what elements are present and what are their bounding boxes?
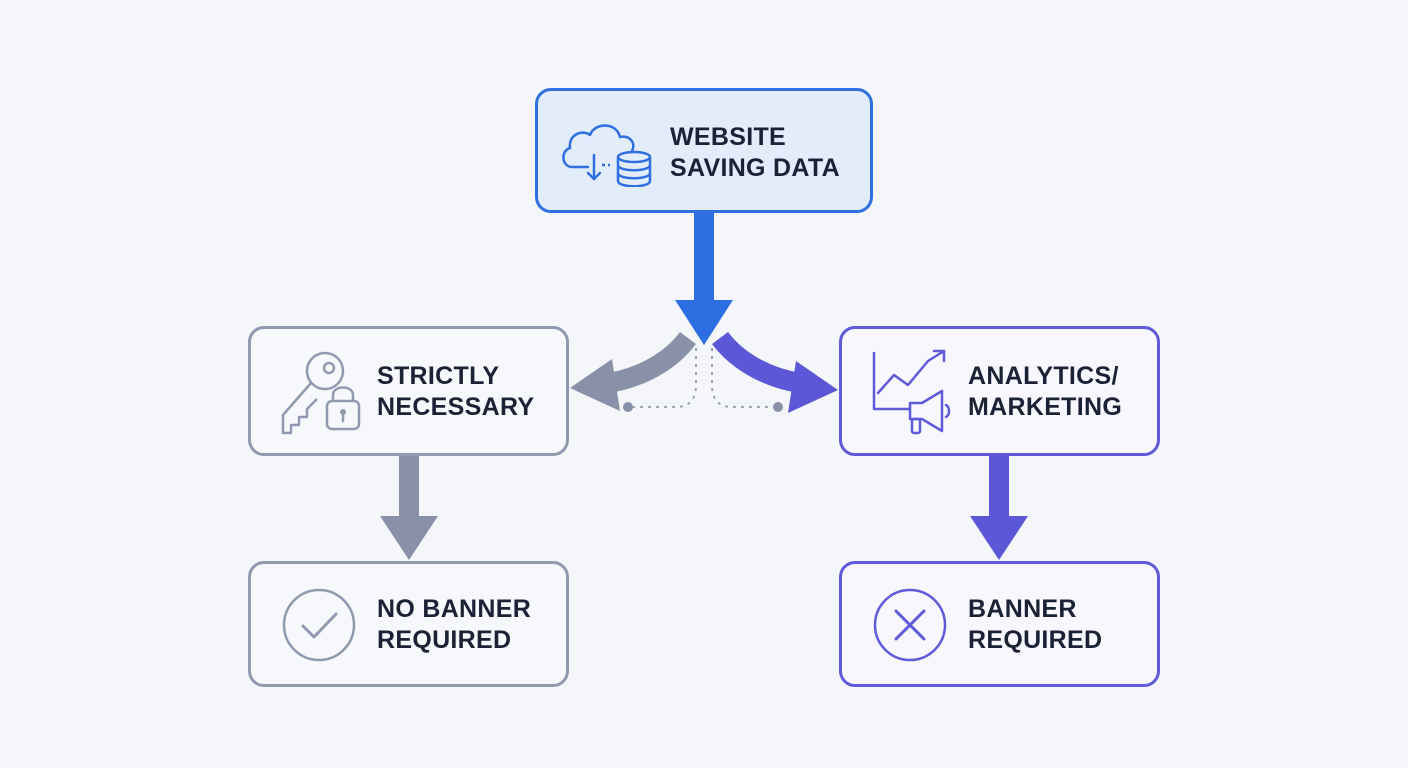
no-banner-required-node: NO BANNER REQUIRED: [248, 561, 569, 687]
label-line-1: WEBSITE: [670, 123, 786, 151]
analytics-marketing-label: ANALYTICS/ MARKETING: [968, 361, 1122, 423]
label-line-1: NO BANNER: [377, 595, 532, 623]
dotted-connectors: [623, 348, 783, 412]
label-line-2: NECESSARY: [377, 393, 535, 421]
label-line-2: SAVING DATA: [670, 154, 840, 182]
analytics-marketing-node: ANALYTICS/ MARKETING: [839, 326, 1160, 456]
strictly-necessary-label: STRICTLY NECESSARY: [377, 361, 534, 423]
label-line-1: BANNER: [968, 595, 1077, 623]
arrow-root-down: [675, 212, 733, 345]
banner-required-node: BANNER REQUIRED: [839, 561, 1160, 687]
label-line-1: ANALYTICS/: [968, 362, 1119, 390]
label-line-2: REQUIRED: [968, 626, 1103, 654]
website-saving-data-node: WEBSITE SAVING DATA: [535, 88, 873, 213]
label-line-2: REQUIRED: [377, 626, 512, 654]
arrow-to-analytics: [712, 331, 838, 413]
arrow-to-strict: [570, 331, 696, 411]
label-line-1: STRICTLY: [377, 362, 500, 390]
website-saving-data-label: WEBSITE SAVING DATA: [670, 122, 840, 184]
x-circle-icon: [873, 588, 947, 662]
label-line-2: MARKETING: [968, 393, 1123, 421]
arrow-strict-down: [380, 455, 438, 560]
arrow-analytics-down: [970, 455, 1028, 560]
cloud-database-icon: [562, 124, 652, 187]
no-banner-required-label: NO BANNER REQUIRED: [377, 594, 531, 656]
banner-required-label: BANNER REQUIRED: [968, 594, 1102, 656]
strictly-necessary-node: STRICTLY NECESSARY: [248, 326, 569, 456]
key-lock-icon: [281, 351, 361, 435]
chart-megaphone-icon: [872, 349, 951, 435]
check-circle-icon: [282, 588, 356, 662]
